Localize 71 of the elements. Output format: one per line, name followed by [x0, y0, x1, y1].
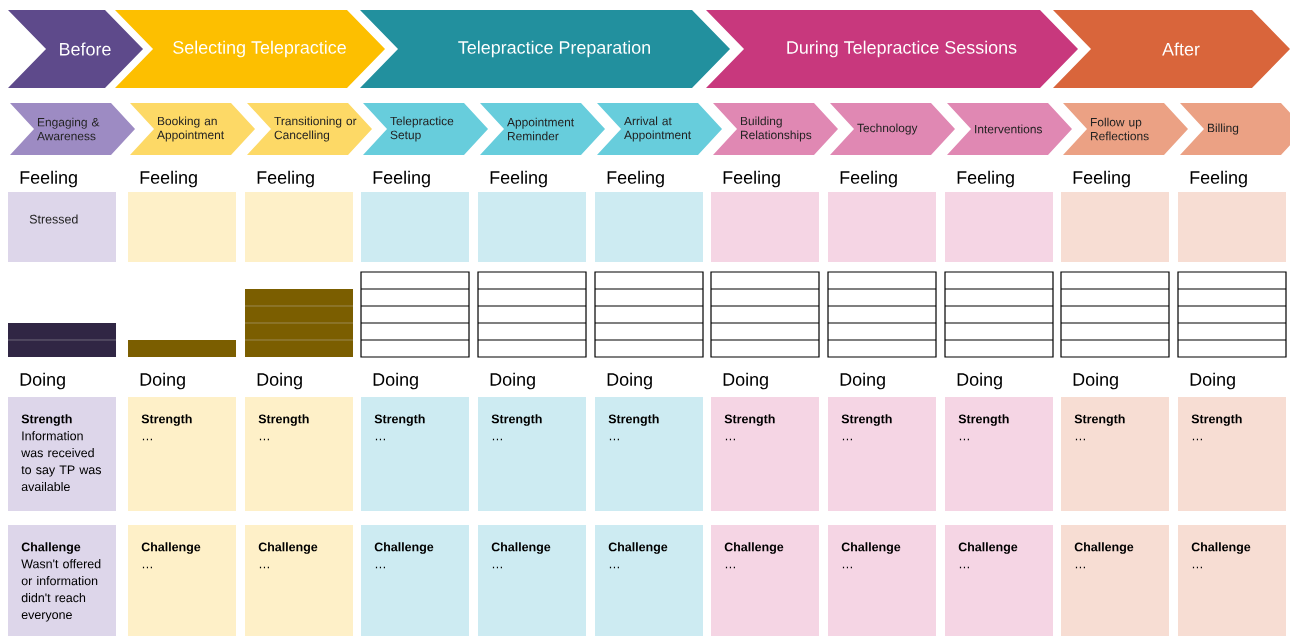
step-band: Booking an Appointment — [130, 103, 255, 155]
step-band: Building Relationships — [713, 103, 838, 155]
feeling-box — [945, 192, 1053, 262]
feeling-box — [711, 192, 819, 262]
feeling-box — [595, 192, 703, 262]
strength-card: Strength … — [828, 397, 936, 511]
feeling-box: Stressed — [8, 192, 116, 262]
phase-band: Before — [8, 10, 143, 88]
phase-band: Selecting Telepractice — [115, 10, 385, 88]
feeling-box — [245, 192, 353, 262]
strength-card: Strength … — [128, 397, 236, 511]
phase-band: After — [1053, 10, 1290, 88]
step-band: Engaging & Awareness — [10, 103, 135, 155]
challenge-card: Challenge Wasn't offered or information didn't reach everyone — [8, 525, 116, 636]
strength-card: Strength … — [1178, 397, 1286, 511]
feeling-box — [361, 192, 469, 262]
row-heading: Doing — [373, 372, 418, 390]
row-heading: Feeling — [257, 170, 314, 188]
challenge-card: Challenge … — [1178, 525, 1286, 636]
strength-card: Strength … — [945, 397, 1053, 511]
strength-card: Strength … — [245, 397, 353, 511]
row-heading: Feeling — [140, 170, 197, 188]
challenge-card: Challenge … — [478, 525, 586, 636]
strength-card: Strength … — [595, 397, 703, 511]
row-heading: Doing — [490, 372, 535, 390]
row-heading: Feeling — [607, 170, 664, 188]
step-band: Billing — [1180, 103, 1290, 155]
row-heading: Doing — [1073, 372, 1118, 390]
step-band: Transitioning or Cancelling — [247, 103, 372, 155]
row-heading: Feeling — [20, 170, 77, 188]
challenge-card: Challenge … — [828, 525, 936, 636]
challenge-card: Challenge … — [711, 525, 819, 636]
row-heading: Doing — [607, 372, 652, 390]
challenge-card: Challenge … — [945, 525, 1053, 636]
row-heading: Feeling — [840, 170, 897, 188]
row-heading: Feeling — [373, 170, 430, 188]
feeling-box — [128, 192, 236, 262]
feeling-box — [478, 192, 586, 262]
strength-card: Strength … — [478, 397, 586, 511]
row-heading: Doing — [957, 372, 1002, 390]
step-band: Technology — [830, 103, 955, 155]
row-heading: Doing — [20, 372, 65, 390]
row-heading: Feeling — [1190, 170, 1247, 188]
row-heading: Feeling — [723, 170, 780, 188]
strength-card: Strength … — [361, 397, 469, 511]
step-band: Interventions — [947, 103, 1072, 155]
row-heading: Doing — [723, 372, 768, 390]
row-heading: Doing — [140, 372, 185, 390]
challenge-card: Challenge … — [245, 525, 353, 636]
feeling-box — [1061, 192, 1169, 262]
row-heading: Feeling — [490, 170, 547, 188]
feeling-box — [828, 192, 936, 262]
phase-band: During Telepractice Sessions — [706, 10, 1078, 88]
step-band: Telepractice Setup — [363, 103, 488, 155]
challenge-card: Challenge … — [1061, 525, 1169, 636]
row-heading: Feeling — [1073, 170, 1130, 188]
step-band: Arrival at Appointment — [597, 103, 722, 155]
challenge-card: Challenge … — [128, 525, 236, 636]
row-heading: Doing — [1190, 372, 1235, 390]
strength-card: Strength Information was received to say TP was available — [8, 397, 116, 511]
step-band: Appointment Reminder — [480, 103, 605, 155]
row-heading: Feeling — [957, 170, 1014, 188]
strength-card: Strength … — [711, 397, 819, 511]
strength-card: Strength … — [1061, 397, 1169, 511]
challenge-card: Challenge … — [361, 525, 469, 636]
row-heading: Doing — [840, 372, 885, 390]
challenge-card: Challenge … — [595, 525, 703, 636]
phase-band: Telepractice Preparation — [360, 10, 730, 88]
row-heading: Doing — [257, 372, 302, 390]
feeling-box — [1178, 192, 1286, 262]
step-band: Follow up Reflections — [1063, 103, 1188, 155]
